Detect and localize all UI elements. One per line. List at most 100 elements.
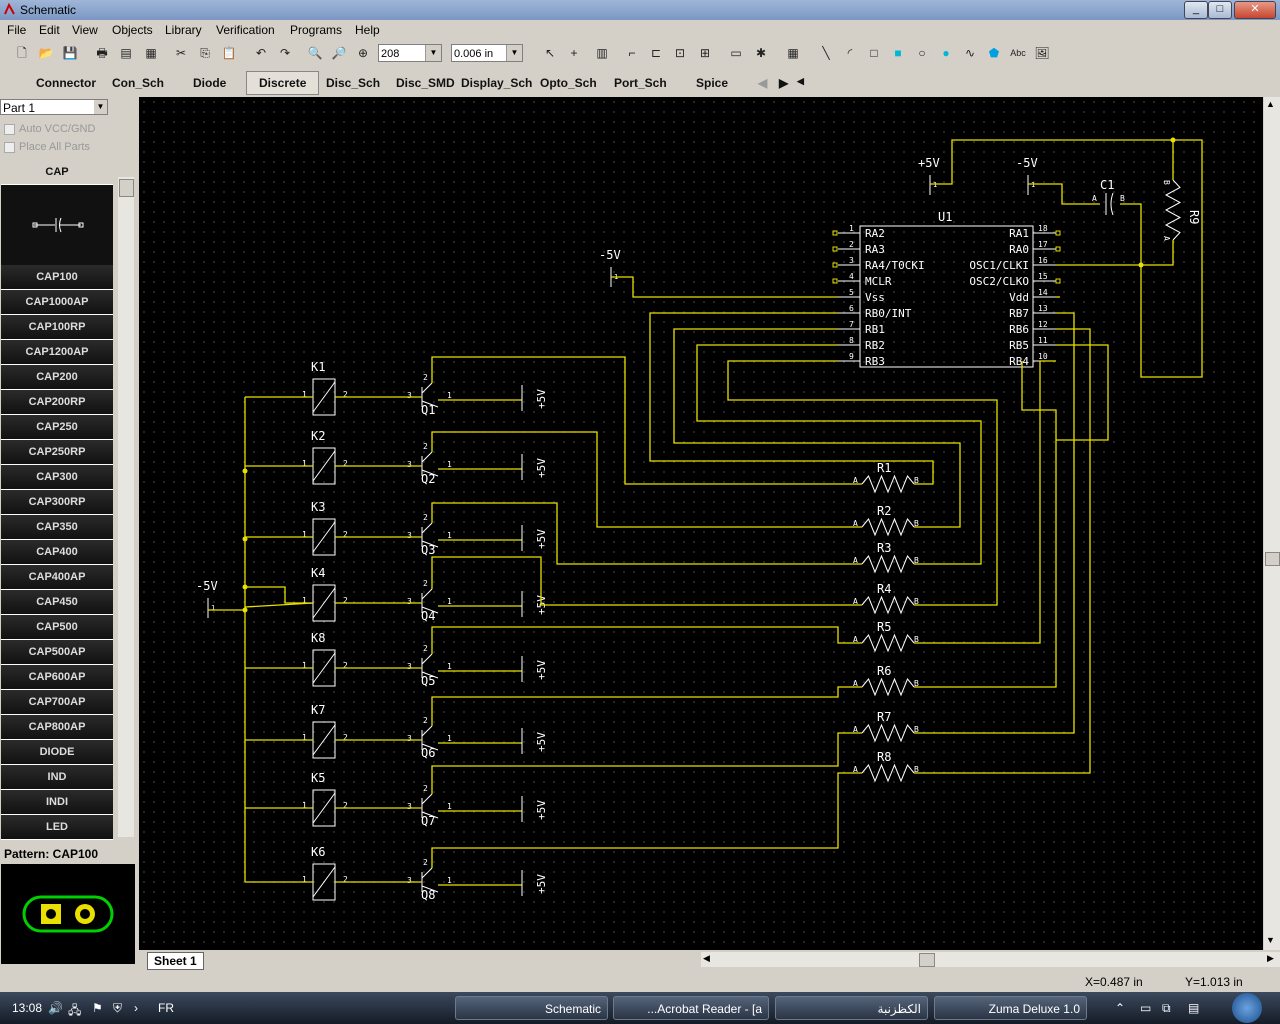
component-icon[interactable]: ✱ bbox=[755, 46, 767, 60]
port-icon[interactable]: ⊡ bbox=[674, 46, 686, 60]
polygon-icon[interactable]: ⬟ bbox=[988, 46, 1000, 60]
menu-objects[interactable]: Objects bbox=[112, 23, 153, 37]
chevron-down-icon[interactable]: ▼ bbox=[506, 45, 522, 61]
task-schematic[interactable]: Schematic bbox=[455, 996, 608, 1020]
menu-file[interactable]: File bbox=[7, 23, 27, 37]
explorer-icon[interactable]: ▤ bbox=[1188, 1001, 1200, 1015]
tab-sheet-1[interactable]: Sheet 1 bbox=[147, 952, 204, 970]
wire-icon[interactable]: ⌐ bbox=[628, 46, 636, 60]
filled-ellipse-icon[interactable]: ● bbox=[942, 46, 950, 60]
language-indicator[interactable]: FR bbox=[158, 1001, 174, 1015]
tab-disc-smd[interactable]: Disc_SMD bbox=[396, 76, 455, 90]
maximize-button[interactable]: □ bbox=[1208, 1, 1232, 19]
tab-scroll-right-icon[interactable]: ▶ bbox=[779, 76, 789, 90]
rectangle-icon[interactable]: □ bbox=[870, 46, 878, 60]
component-item[interactable]: CAP400 bbox=[1, 540, 113, 565]
report-icon[interactable]: ▦ bbox=[145, 46, 157, 60]
component-item[interactable]: CAP200 bbox=[1, 365, 113, 390]
tab-list-icon[interactable]: ◀ bbox=[797, 76, 804, 86]
menu-programs[interactable]: Programs bbox=[290, 23, 343, 37]
tab-opto-sch[interactable]: Opto_Sch bbox=[540, 76, 597, 90]
place-all-checkbox[interactable]: Place All Parts bbox=[4, 141, 90, 153]
scroll-down-icon[interactable]: ▼ bbox=[1266, 935, 1275, 945]
open-icon[interactable]: 📂 bbox=[38, 46, 54, 60]
volume-icon[interactable]: 🔊 bbox=[48, 1001, 63, 1015]
component-item[interactable]: CAP300 bbox=[1, 465, 113, 490]
undo-icon[interactable]: ↶ bbox=[255, 46, 267, 60]
grid-combo[interactable]: 0.006 in ▼ bbox=[451, 44, 523, 62]
shield-icon[interactable]: ⛨ bbox=[113, 1001, 123, 1015]
component-item[interactable]: CAP1000AP bbox=[1, 290, 113, 315]
crosshair-icon[interactable]: + bbox=[570, 46, 578, 60]
tab-disc-sch[interactable]: Disc_Sch bbox=[326, 76, 381, 90]
close-button[interactable]: ✕ bbox=[1234, 1, 1276, 19]
chevron-right-icon[interactable]: › bbox=[134, 1001, 138, 1015]
save-icon[interactable]: 💾 bbox=[62, 46, 78, 60]
task-zuma[interactable]: Zuma Deluxe 1.0 bbox=[934, 996, 1087, 1020]
tab-display-sch[interactable]: Display_Sch bbox=[461, 76, 533, 90]
component-list-scrollbar[interactable] bbox=[118, 177, 134, 837]
component-item[interactable]: INDI bbox=[1, 790, 113, 815]
new-icon[interactable]: 🗋 bbox=[17, 46, 27, 60]
component-item[interactable]: IND bbox=[1, 765, 113, 790]
cut-icon[interactable]: ✂ bbox=[175, 46, 187, 60]
component-item[interactable]: CAP100RP bbox=[1, 315, 113, 340]
zoom-fit-icon[interactable]: ⊕ bbox=[357, 46, 369, 60]
zoom-in-icon[interactable]: 🔍 bbox=[307, 46, 323, 60]
paste-icon[interactable]: 📋 bbox=[221, 46, 237, 60]
copy-icon[interactable]: ⎘ bbox=[200, 46, 210, 60]
zoom-out-icon[interactable]: 🔎 bbox=[331, 46, 347, 60]
tab-spice[interactable]: Spice bbox=[696, 76, 729, 90]
print-preview-icon[interactable]: ▤ bbox=[120, 46, 132, 60]
component-item[interactable]: CAP500AP bbox=[1, 640, 113, 665]
tab-scroll-left-icon[interactable]: ◀ bbox=[758, 76, 768, 90]
component-item[interactable]: LED bbox=[1, 815, 113, 840]
show-desktop-icon[interactable]: ▭ bbox=[1140, 1001, 1152, 1015]
menu-view[interactable]: View bbox=[72, 23, 98, 37]
tab-con-sch[interactable]: Con_Sch bbox=[112, 76, 165, 90]
ellipse-icon[interactable]: ○ bbox=[918, 46, 926, 60]
redo-icon[interactable]: ↷ bbox=[279, 46, 291, 60]
scrollbar-thumb[interactable] bbox=[919, 953, 935, 967]
network-icon[interactable]: 🖧 bbox=[68, 1003, 82, 1017]
component-item[interactable]: CAP300RP bbox=[1, 490, 113, 515]
part-selector[interactable]: Part 1 ▼ bbox=[0, 99, 108, 115]
component-item[interactable]: CAP800AP bbox=[1, 715, 113, 740]
zoom-combo[interactable]: 208 ▼ bbox=[378, 44, 442, 62]
menu-verification[interactable]: Verification bbox=[216, 23, 275, 37]
chevron-down-icon[interactable]: ▼ bbox=[94, 100, 107, 114]
part-icon[interactable]: ▥ bbox=[596, 46, 608, 60]
scroll-left-icon[interactable]: ◀ bbox=[703, 953, 710, 963]
component-item[interactable]: CAP100 bbox=[1, 265, 113, 290]
component-item[interactable]: CAP500 bbox=[1, 615, 113, 640]
select-pointer-icon[interactable]: ↖ bbox=[544, 46, 556, 60]
tab-discrete[interactable]: Discrete bbox=[246, 71, 320, 95]
ieee-icon[interactable]: ▭ bbox=[730, 46, 742, 60]
start-button[interactable] bbox=[1232, 993, 1262, 1023]
chevron-down-icon[interactable]: ▼ bbox=[425, 45, 441, 61]
canvas-vertical-scrollbar[interactable]: ▲ ▼ bbox=[1264, 97, 1280, 950]
scroll-right-icon[interactable]: ▶ bbox=[1267, 953, 1274, 963]
component-item[interactable]: CAP450 bbox=[1, 590, 113, 615]
polyline-icon[interactable]: ∿ bbox=[964, 46, 976, 60]
window-switch-icon[interactable]: ⧉ bbox=[1162, 1001, 1171, 1015]
minimize-button[interactable]: _ bbox=[1184, 1, 1208, 19]
auto-vcc-checkbox[interactable]: Auto VCC/GND bbox=[4, 123, 95, 135]
quick-launch-icon[interactable]: ⌃ bbox=[1115, 1001, 1126, 1015]
line-icon[interactable]: ╲ bbox=[822, 46, 830, 60]
arc-icon[interactable]: ◜ bbox=[847, 46, 853, 60]
component-item-cap[interactable]: CAP bbox=[1, 160, 113, 185]
component-item[interactable]: CAP250RP bbox=[1, 440, 113, 465]
menu-edit[interactable]: Edit bbox=[39, 23, 60, 37]
task-acrobat[interactable]: ...Acrobat Reader - [a bbox=[613, 996, 769, 1020]
component-item[interactable]: DIODE bbox=[1, 740, 113, 765]
tab-diode[interactable]: Diode bbox=[193, 76, 227, 90]
component-item[interactable]: CAP700AP bbox=[1, 690, 113, 715]
netlabel-icon[interactable]: ⊞ bbox=[699, 46, 711, 60]
component-item[interactable]: CAP1200AP bbox=[1, 340, 113, 365]
picture-icon[interactable]: 🖼 bbox=[1034, 46, 1050, 60]
component-item[interactable]: CAP600AP bbox=[1, 665, 113, 690]
text-icon[interactable]: Abc bbox=[1010, 48, 1026, 58]
tab-connector[interactable]: Connector bbox=[36, 76, 96, 90]
